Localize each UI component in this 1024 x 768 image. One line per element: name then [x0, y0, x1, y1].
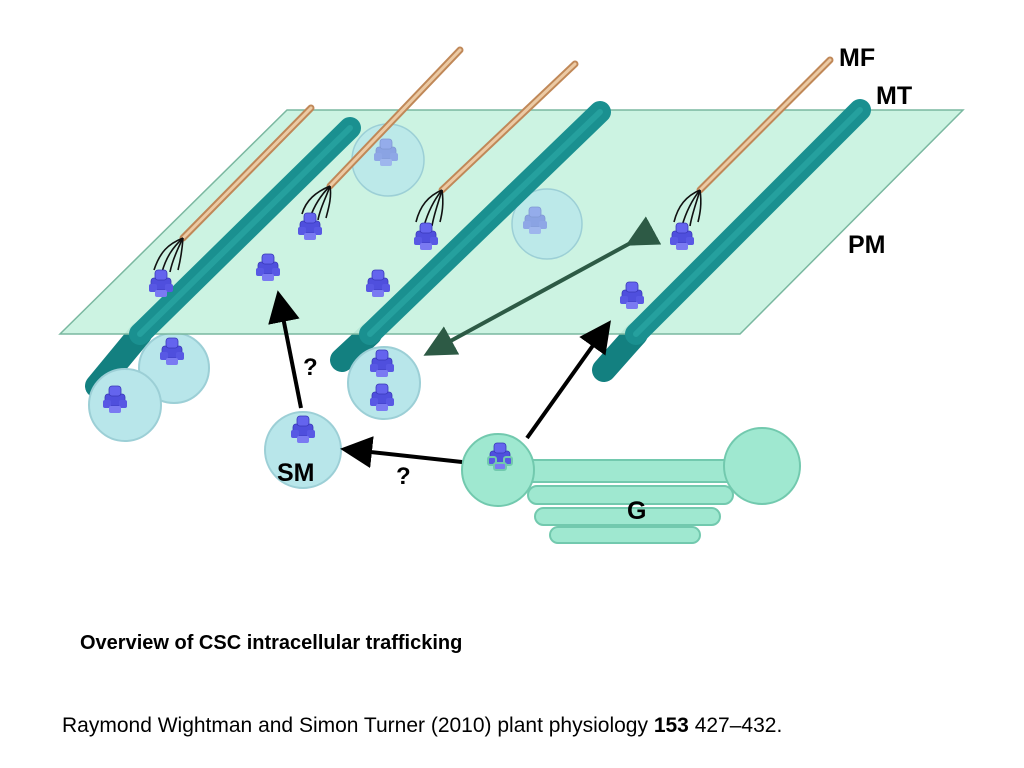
endocytic-vesicle [347, 346, 421, 420]
lower-left-vesicles [88, 332, 210, 442]
csc-linker-fibers [153, 185, 702, 273]
label-sm: SM [277, 459, 315, 487]
diagram-labels: MF MT PM SM G ? ? [277, 44, 912, 525]
citation: Raymond Wightman and Simon Turner (2010)… [62, 714, 782, 738]
csc-trafficking-diagram: MF MT PM SM G ? ? [58, 44, 965, 544]
golgi-apparatus [461, 427, 801, 544]
figure-caption: Overview of CSC intracellular traffickin… [80, 632, 463, 654]
question-mark-upper: ? [303, 354, 318, 381]
label-mt: MT [876, 82, 912, 110]
microtubules [129, 99, 871, 345]
label-g: G [627, 497, 646, 525]
arrow-golgi-to-membrane [525, 320, 611, 440]
microfilaments [179, 46, 834, 242]
trafficking-arrows [268, 216, 662, 469]
label-pm: PM [848, 231, 886, 259]
citation-authors: Raymond Wightman and Simon Turner (2010)… [62, 714, 654, 737]
arrow-sm-to-membrane [268, 290, 303, 409]
arrow-endocytosis [423, 216, 662, 356]
arrow-golgi-to-sm [340, 436, 463, 469]
citation-volume: 153 [653, 714, 689, 737]
question-mark-lower: ? [396, 463, 411, 490]
citation-pages: 427–432. [688, 714, 783, 737]
label-mf: MF [839, 44, 875, 72]
